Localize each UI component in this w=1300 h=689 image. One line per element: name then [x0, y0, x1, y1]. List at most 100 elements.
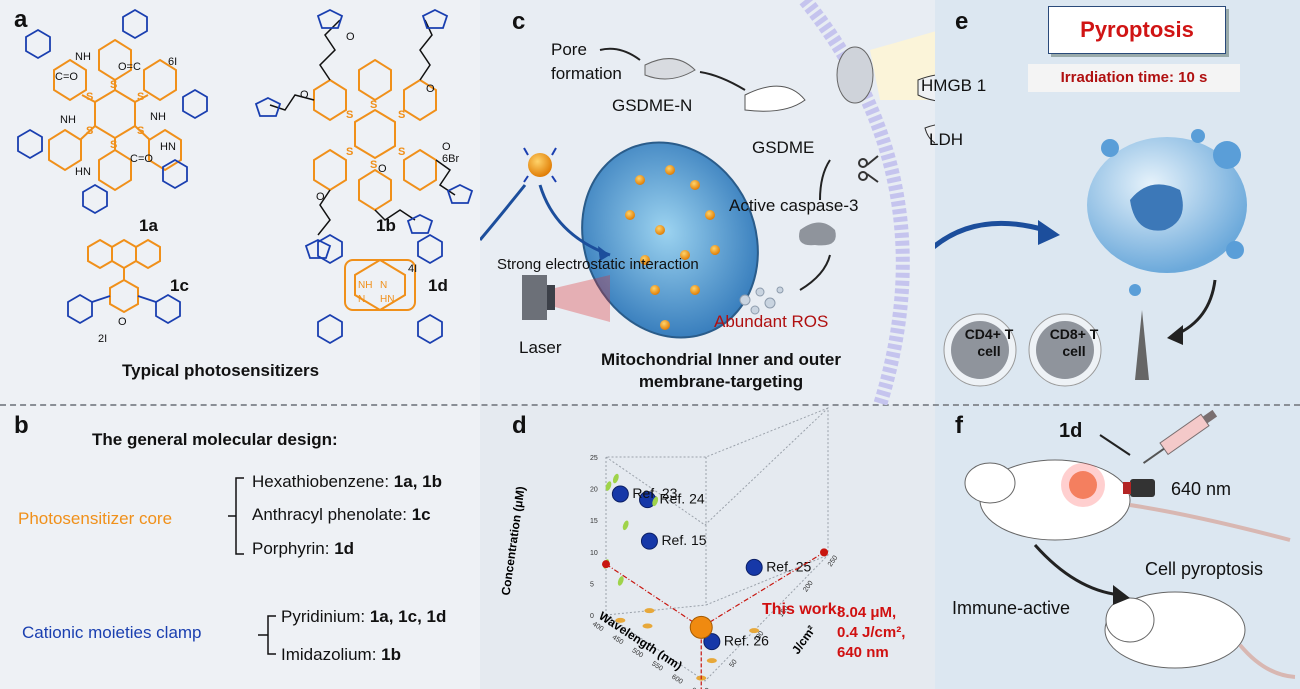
immune-active-label: Immune-active [952, 598, 1071, 618]
ref-point [640, 532, 658, 550]
floor-projection [706, 658, 717, 664]
pyroptosis-illustration [935, 129, 1247, 387]
clamp-item-imidazolium: Imidazolium: 1b [281, 645, 401, 664]
ref-point [703, 633, 721, 651]
ref-point-label: Ref. 26 [724, 633, 769, 649]
z-tick-label: 200 [802, 580, 814, 594]
sulfur-labels: SSS SSS [86, 79, 144, 151]
gsdme-n-shape [644, 58, 696, 80]
y-tick-label: 10 [590, 550, 598, 557]
projection-dot [602, 560, 610, 569]
label-1d: 1d [428, 276, 448, 295]
ref-point-label: Ref. 23 [632, 485, 677, 501]
core-bracket [228, 477, 244, 555]
pyridinium-groups-1a [17, 8, 208, 215]
svg-text:2I: 2I [98, 333, 107, 345]
svg-text:S: S [86, 125, 93, 137]
gsdme-n-label: GSDME-N [612, 96, 693, 115]
y-tick-label: 5 [590, 581, 594, 588]
cell-bubbles [1101, 129, 1244, 296]
wall-projection [605, 481, 612, 491]
caption-typical-photosensitizers: Typical photosensitizers [122, 361, 320, 380]
svg-text:O: O [378, 163, 387, 175]
panel-b [0, 405, 480, 689]
this-work-fluence: 0.4 J/cm², [837, 624, 906, 641]
z-tick-label: 50 [729, 658, 739, 668]
photosensitizer-dots [625, 165, 720, 330]
molecule-1d [344, 258, 416, 312]
svg-text:6I: 6I [168, 56, 177, 68]
photosensitizer-core-label: Photosensitizer core [18, 509, 173, 528]
x-axis-label: Wavelength (nm) [596, 609, 684, 673]
svg-text:N: N [358, 294, 365, 305]
y-tick-label: 25 [590, 455, 598, 462]
svg-text:NH: NH [60, 114, 76, 126]
clamp-bracket [258, 615, 276, 655]
label-1b: 1b [376, 216, 396, 235]
svg-text:O: O [346, 31, 355, 43]
svg-text:HN: HN [380, 294, 394, 305]
svg-text:S: S [370, 159, 377, 171]
targeting-label: Mitochondrial Inner and outer membrane-t… [601, 350, 841, 391]
panel-label-d: d [512, 412, 527, 439]
laser-device [522, 275, 547, 320]
svg-text:HN: HN [75, 166, 91, 178]
z-axis-label: J/cm² [789, 623, 818, 657]
svg-text:O: O [426, 83, 435, 95]
wall-projection [652, 496, 659, 507]
svg-text:NH: NH [358, 280, 372, 291]
panel-a [0, 0, 480, 405]
molecular-design-title: The general molecular design: [92, 430, 338, 449]
this-work-point [689, 615, 713, 639]
cd4-label: CD4+ T cell [964, 326, 1014, 359]
gsdme-label: GSDME [752, 138, 815, 157]
projection-dot [820, 548, 829, 557]
core-item-porphyrin: Porphyrin: 1d [252, 539, 355, 558]
core-item-anthracyl: Anthracyl phenolate: 1c [252, 505, 431, 524]
panel-label-f: f [955, 412, 963, 439]
photosensitizer-molecule [528, 153, 552, 177]
abundant-ros-label: Abundant ROS [714, 312, 829, 331]
wall-projection [622, 520, 629, 531]
svg-text:S: S [86, 91, 93, 103]
irradiation-time: Irradiation time: 10 s [1028, 64, 1240, 92]
laser-label: Laser [519, 338, 562, 357]
floor-projection [642, 623, 653, 629]
cell-membrane [799, 0, 910, 405]
hmgb1-label: HMGB 1 [921, 76, 987, 95]
this-work-concentration: 8.04 μM, [837, 604, 897, 621]
label-1a: 1a [139, 216, 158, 235]
floor-projection [615, 617, 626, 623]
svg-text:4I: 4I [408, 263, 417, 275]
svg-text:N: N [380, 280, 387, 291]
scatter-3d-chart: 0510152025400450500550600650050100150200… [499, 407, 839, 689]
syringe-icon [1142, 409, 1218, 464]
svg-text:S: S [370, 99, 377, 111]
svg-text:NH: NH [150, 111, 166, 123]
scissors-icon [858, 155, 879, 183]
dashed-divider [0, 404, 1300, 406]
clamp-item-pyridinium: Pyridinium: 1a, 1c, 1d [281, 607, 447, 626]
cd8-label: CD8+ T cell [1049, 326, 1099, 359]
molecule-1b [313, 58, 437, 212]
y-tick-label: 0 [590, 613, 594, 620]
this-work-annotation-values: 8.04 μM, 0.4 J/cm², 640 nm [837, 603, 905, 663]
active-caspase-label: Active caspase-3 [729, 196, 859, 215]
floor-projection [749, 628, 760, 634]
ldh-label: LDH [929, 130, 964, 149]
svg-text:O: O [442, 141, 451, 153]
svg-text:6Br: 6Br [442, 153, 459, 165]
molecule-1a [48, 38, 182, 192]
svg-text:NH: NH [75, 51, 91, 63]
svg-text:HN: HN [160, 141, 176, 153]
svg-text:C=O: C=O [130, 153, 153, 165]
tumor-spot [1069, 471, 1097, 499]
cell-pyroptosis-label: Cell pyroptosis [1145, 559, 1264, 579]
ref-point [745, 558, 763, 576]
ref-point-label: Ref. 15 [661, 532, 706, 548]
svg-text:O=C: O=C [118, 61, 141, 73]
this-work-annotation-title: This work: [762, 601, 843, 618]
x-tick-label: 600 [670, 674, 684, 686]
